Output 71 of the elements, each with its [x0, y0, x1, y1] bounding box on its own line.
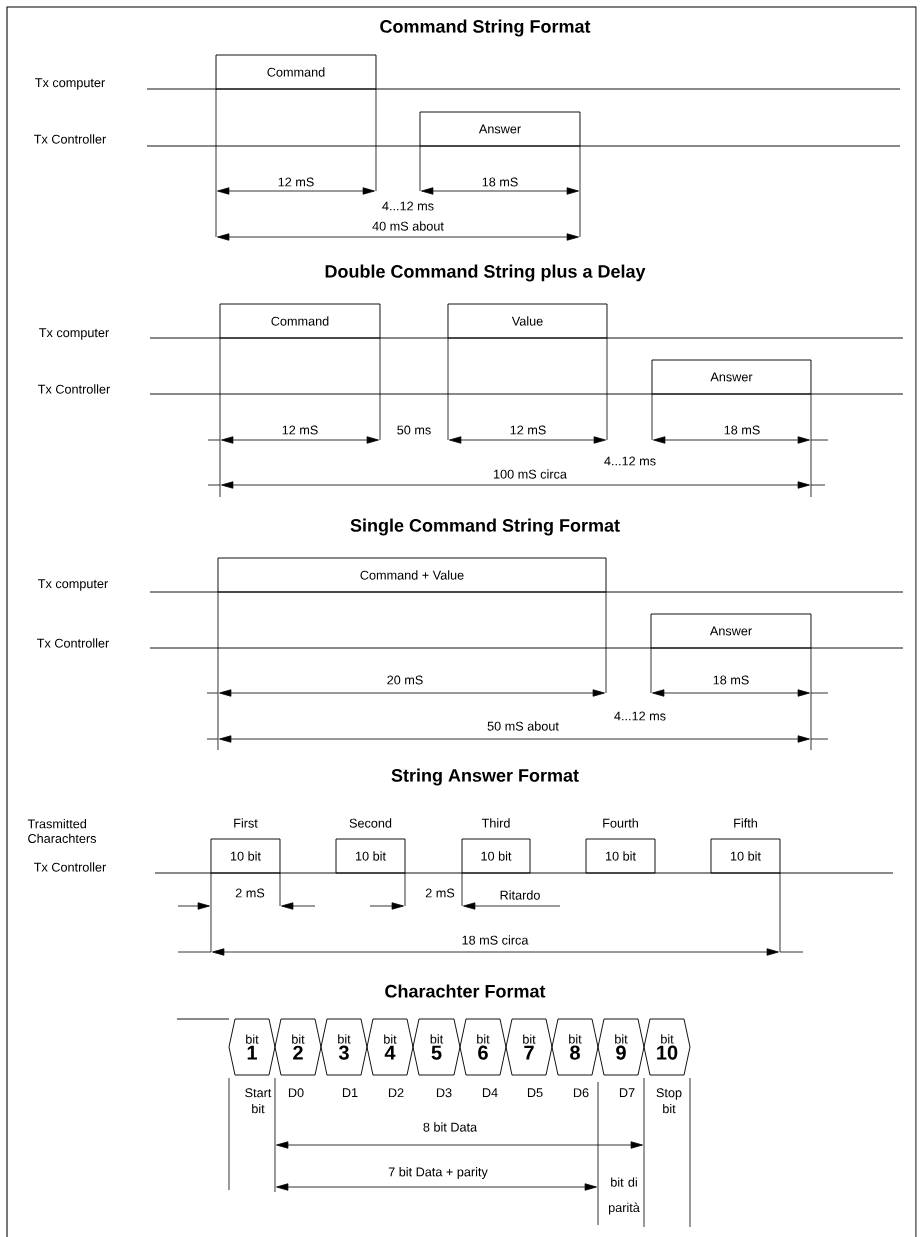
- bit-cell: bit 10: [643, 1018, 691, 1076]
- timing-label: Tx Controller: [34, 862, 106, 872]
- timing-label: 20 mS: [387, 675, 423, 685]
- bit-label: Start bit: [245, 1088, 272, 1114]
- bit-label: Stop bit: [656, 1088, 682, 1114]
- section-heading: Command String Format: [380, 19, 591, 37]
- pulse-label: Third: [481, 818, 510, 828]
- bit-label: D3: [436, 1088, 452, 1098]
- timing-label: 7 bit Data + parity: [388, 1167, 488, 1179]
- bit-label: D7: [619, 1088, 635, 1097]
- timing-label: 8 bit Data: [423, 1122, 478, 1132]
- timing-label: 4...12 ms: [604, 456, 656, 466]
- bit-cell: bit 5: [412, 1018, 461, 1076]
- bit-label: D0: [288, 1088, 304, 1098]
- pulse-label: Fourth: [603, 818, 638, 828]
- pulse-box: Value: [447, 303, 608, 339]
- timing-label: 40 mS about: [372, 221, 444, 231]
- timing-label: Tx computer: [39, 328, 109, 340]
- bit-cell: bit 7: [505, 1018, 553, 1076]
- timing-label: 12 mS: [282, 425, 318, 435]
- timing-label: Tx Controller: [37, 638, 109, 648]
- timing-label: 12 mS: [510, 425, 546, 435]
- timing-label: 50 mS about: [487, 721, 559, 731]
- pulse-box: Command: [219, 303, 381, 339]
- bit-label: D6: [573, 1088, 589, 1098]
- timing-label: Tx Controller: [38, 384, 110, 394]
- pulse-label: First: [234, 818, 258, 828]
- timing-label: 4...12 ms: [382, 201, 434, 211]
- bit-cell: bit 1: [228, 1018, 276, 1076]
- section-heading: Single Command String Format: [350, 518, 620, 536]
- timing-label: 18 mS: [724, 425, 760, 435]
- pulse-box: 10 bit: [335, 838, 406, 874]
- pulse-box: Answer: [419, 111, 581, 147]
- pulse-box: 10 bit: [210, 838, 281, 874]
- timing-label: Tx Controller: [34, 134, 106, 144]
- timing-label: Tx computer: [38, 579, 108, 591]
- timing-label: 18 mS: [482, 177, 518, 187]
- timing-label: 18 mS circa: [462, 935, 529, 945]
- timing-label: 12 mS: [278, 177, 314, 187]
- pulse-box: 10 bit: [710, 838, 781, 874]
- pulse-label: Fifth: [734, 818, 757, 828]
- bit-cell: bit 9: [597, 1018, 645, 1076]
- bit-label: D4: [482, 1088, 498, 1097]
- signal-label: Trasmitted Charachters: [27, 819, 96, 843]
- pulse-box: 10 bit: [461, 838, 531, 874]
- section-heading: String Answer Format: [391, 768, 579, 786]
- bit-cell: bit 6: [459, 1018, 507, 1076]
- bit-cell: bit 3: [320, 1018, 368, 1076]
- timing-label: 50 ms: [397, 425, 431, 435]
- timing-label: 2 mS: [425, 888, 455, 898]
- timing-label: 100 mS circa: [494, 469, 567, 479]
- pulse-box: Command: [215, 54, 377, 90]
- pulse-box: 10 bit: [585, 838, 656, 874]
- bit-label: D5: [527, 1088, 543, 1098]
- timing-label: Ritardo: [500, 890, 540, 900]
- timing-label: 4...12 ms: [614, 711, 666, 721]
- timing-label: 2 mS: [235, 888, 265, 898]
- pulse-box: Command + Value: [217, 557, 607, 593]
- bit-cell: bit 2: [274, 1018, 322, 1076]
- bit-label: D2: [388, 1088, 404, 1098]
- timing-label: 18 mS: [713, 675, 749, 685]
- bit-label: D1: [342, 1088, 358, 1097]
- pulse-box: Answer: [651, 359, 812, 395]
- section-heading: Charachter Format: [385, 984, 546, 998]
- pulse-label: Second: [349, 818, 392, 828]
- pulse-box: Answer: [650, 613, 812, 649]
- bit-cell: bit 8: [551, 1018, 599, 1076]
- timing-label: Tx computer: [35, 78, 105, 90]
- bit-cell: bit 4: [366, 1018, 414, 1076]
- bit-note: bit di parità: [608, 1177, 640, 1215]
- section-heading: Double Command String plus a Delay: [325, 264, 646, 282]
